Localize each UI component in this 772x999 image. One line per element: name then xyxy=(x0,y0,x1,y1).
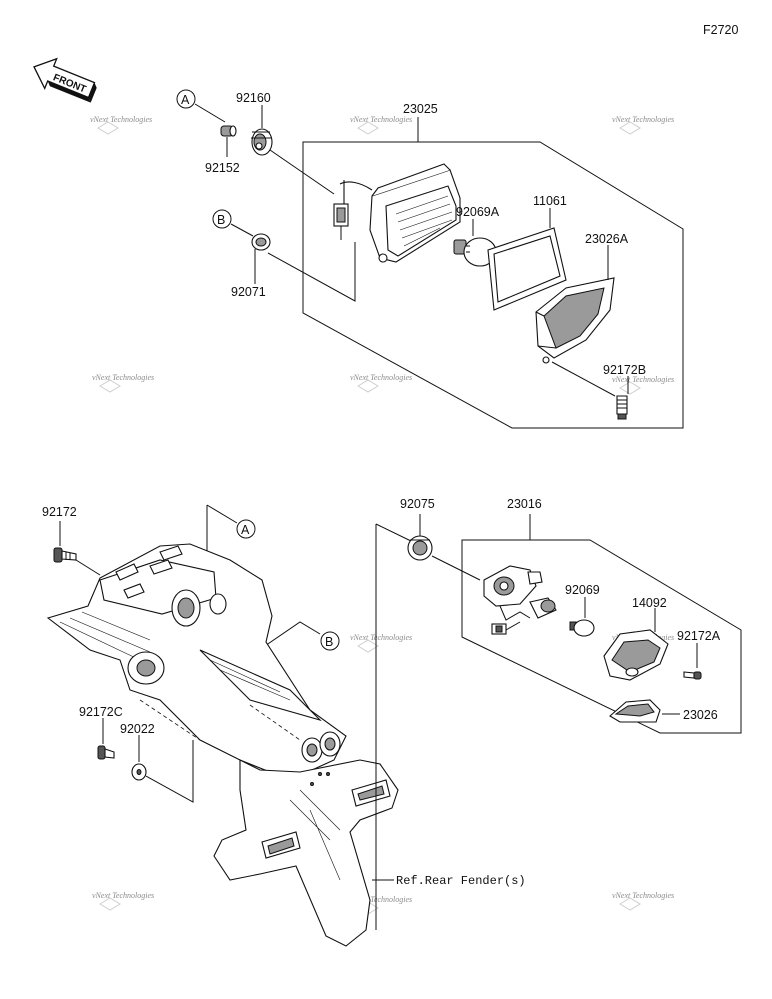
part-label-14092: 14092 xyxy=(632,596,667,610)
part-label-92152: 92152 xyxy=(205,161,240,175)
part-label-92071: 92071 xyxy=(231,285,266,299)
grommet-92075 xyxy=(407,535,433,561)
bolt-92172c xyxy=(97,745,115,760)
ref-marker-a: A xyxy=(176,89,196,109)
bolt-92172 xyxy=(53,547,77,563)
part-label-23025: 23025 xyxy=(403,102,438,116)
ref-rear-fender-label: Ref.Rear Fender(s) xyxy=(396,874,526,888)
svg-text:vNext Technologies: vNext Technologies xyxy=(612,375,674,384)
lens-23026 xyxy=(609,699,661,723)
grommet-92160 xyxy=(251,128,273,156)
svg-text:vNext Technologies: vNext Technologies xyxy=(350,115,412,124)
svg-text:vNext Technologies: vNext Technologies xyxy=(350,373,412,382)
svg-text:A: A xyxy=(181,93,190,107)
watermark: vNext Technologies xyxy=(612,115,674,135)
screw-92172a xyxy=(683,671,702,680)
washer-92022 xyxy=(131,763,147,781)
svg-text:vNext Technologies: vNext Technologies xyxy=(92,373,154,382)
svg-text:vNext Technologies: vNext Technologies xyxy=(612,115,674,124)
screw-92172b xyxy=(616,395,628,420)
part-label-23026: 23026 xyxy=(683,708,718,722)
part-label-92022: 92022 xyxy=(120,722,155,736)
watermark: vNext Technologies xyxy=(92,891,154,911)
tail-light-housing xyxy=(369,163,461,263)
fender-bracket-assembly: A B xyxy=(42,504,526,947)
part-label-92172c: 92172C xyxy=(79,705,123,719)
watermark: vNext Technologies xyxy=(612,891,674,911)
assembly-box-23025 xyxy=(302,141,684,429)
svg-text:B: B xyxy=(325,635,333,649)
watermark: vNext Technologies xyxy=(612,375,674,395)
part-label-11061: 11061 xyxy=(533,194,567,208)
collar-92152 xyxy=(220,125,237,137)
part-label-23026a: 23026A xyxy=(585,232,629,246)
lens-23026a xyxy=(535,277,615,364)
svg-text:vNext Technologies: vNext Technologies xyxy=(612,891,674,900)
svg-text:B: B xyxy=(217,213,225,227)
watermark: vNext Technologies xyxy=(350,115,412,135)
grommet-92071 xyxy=(251,233,271,251)
ref-marker-b: B xyxy=(212,209,232,229)
svg-text:vNext Technologies: vNext Technologies xyxy=(350,895,412,904)
watermark: vNext Technologies xyxy=(92,373,154,393)
figure-code: F2720 xyxy=(703,23,738,37)
tail-light-assembly: A B xyxy=(176,89,684,429)
license-light-socket xyxy=(483,565,557,635)
part-label-92172a: 92172A xyxy=(677,629,721,643)
watermark: vNext Technologies xyxy=(350,373,412,393)
assembly-box-23016 xyxy=(461,539,742,734)
part-label-92069a: 92069A xyxy=(456,205,500,219)
bulb-92069a xyxy=(453,237,497,267)
svg-text:A: A xyxy=(241,523,250,537)
svg-text:vNext Technologies: vNext Technologies xyxy=(92,891,154,900)
part-label-92160: 92160 xyxy=(236,91,271,105)
watermark: vNext Technologies xyxy=(90,115,152,135)
part-label-92075: 92075 xyxy=(400,497,435,511)
ref-marker-b-lower: B xyxy=(320,631,340,651)
part-label-92172: 92172 xyxy=(42,505,77,519)
watermark: vNext Technologies xyxy=(350,633,412,653)
front-arrow-icon: FRONT xyxy=(33,57,97,103)
svg-text:vNext Technologies: vNext Technologies xyxy=(90,115,152,124)
light-connector xyxy=(333,180,373,240)
license-light-assembly: 92075 23016 92069 14092 92172A 23026 xyxy=(375,497,742,930)
gasket-11061 xyxy=(487,227,567,311)
part-label-92172b: 92172B xyxy=(603,363,646,377)
svg-text:vNext Technologies: vNext Technologies xyxy=(350,633,412,642)
part-label-92069: 92069 xyxy=(565,583,600,597)
ref-marker-a-lower: A xyxy=(236,519,256,539)
rear-fender xyxy=(213,759,399,947)
bulb-92069 xyxy=(569,619,595,637)
part-label-23016: 23016 xyxy=(507,497,542,511)
lens-cover-14092 xyxy=(603,629,669,681)
